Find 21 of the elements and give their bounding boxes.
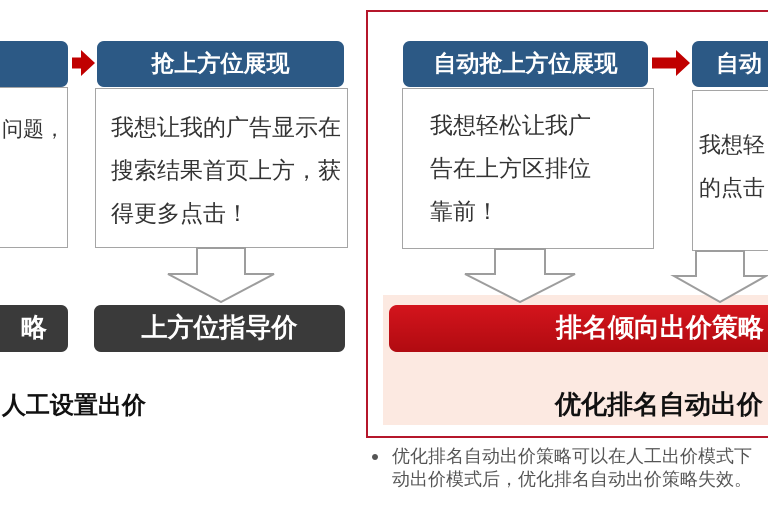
- result-bar: 略: [0, 305, 68, 352]
- arrow: [167, 247, 275, 303]
- step-header: 自动: [692, 41, 768, 87]
- description-box: 我想轻的点击: [692, 90, 768, 251]
- arrow: [464, 248, 576, 303]
- shaded-panel: [383, 295, 768, 425]
- step-header: 自动抢上方位展现: [403, 41, 648, 87]
- arrow: [72, 50, 95, 76]
- arrow: [652, 50, 690, 76]
- step-header: 抢上方位展现: [97, 41, 344, 87]
- section-title: 人工设置出价: [2, 390, 147, 421]
- description-box: 我想让我的广告显示在搜索结果首页上方，获得更多点击！: [95, 88, 348, 248]
- result-bar: 上方位指导价: [94, 305, 345, 352]
- description-box: 我想轻松让我广告在上方区排位靠前！: [402, 88, 654, 249]
- step-header: [0, 41, 68, 87]
- note-text: 优化排名自动出价策略可以在人工出价模式下动出价模式后，优化排名自动出价策略失效。: [392, 445, 753, 491]
- highlight-frame: [366, 10, 768, 438]
- arrow: [670, 250, 768, 303]
- section-title: 优化排名自动出价: [555, 389, 763, 422]
- description-box: 问题，: [0, 87, 68, 248]
- strategy-banner: 排名倾向出价策略: [389, 305, 768, 352]
